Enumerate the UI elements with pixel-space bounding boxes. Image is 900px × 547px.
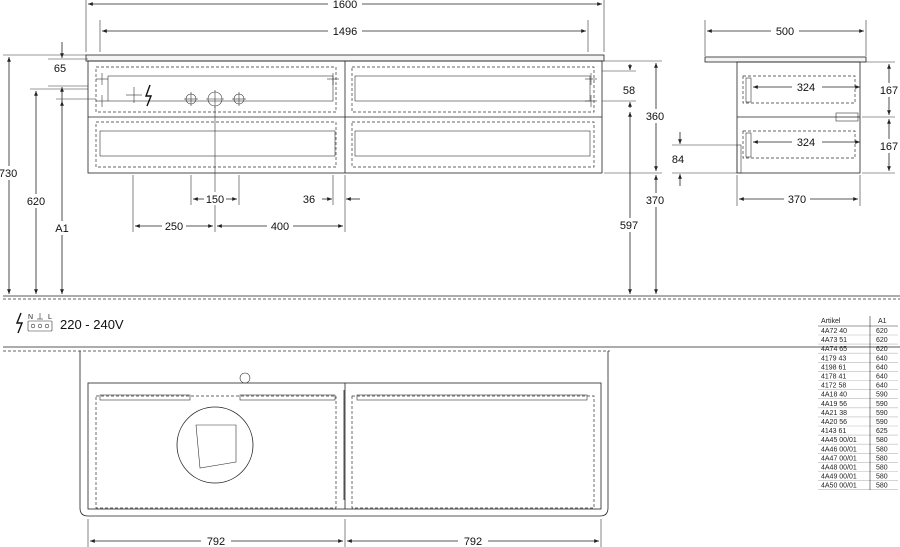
electric-icon xyxy=(145,84,153,107)
article-table: Artikel A1 4A72 40 620 4A73 51 620 4A74 65 62… xyxy=(818,316,898,491)
table-cell-a1: 640 xyxy=(876,374,888,381)
table-cell-article: 4A72 40 xyxy=(821,328,847,335)
dim-a1: A1 xyxy=(55,223,68,235)
dim-370-side: 370 xyxy=(788,194,806,206)
table-cell-a1: 580 xyxy=(876,465,888,472)
table-cell-article: 4A21 38 xyxy=(821,410,847,417)
table-cell-article: 4A48 00/01 xyxy=(821,465,857,472)
table-cell-a1: 620 xyxy=(876,346,888,353)
table-cell-article: 4A47 00/01 xyxy=(821,455,857,462)
dim-792-right: 792 xyxy=(464,536,482,547)
dim-730: 730 xyxy=(0,168,17,180)
table-cell-a1: 590 xyxy=(876,392,888,399)
voltage-label: 220 - 240V xyxy=(60,317,124,332)
lightning-icon xyxy=(15,312,24,334)
table-cell-a1: 580 xyxy=(876,437,888,444)
dim-150: 150 xyxy=(206,194,224,206)
plug-l-label: L xyxy=(48,314,52,321)
dim-36: 36 xyxy=(303,194,315,206)
table-cell-article: 4A18 40 xyxy=(821,392,847,399)
power-legend: N L 220 - 240V xyxy=(15,312,124,334)
table-cell-article: 4143 61 xyxy=(821,428,846,435)
dim-792-left: 792 xyxy=(207,536,225,547)
table-cell-article: 4A20 56 xyxy=(821,419,847,426)
table-header-a1: A1 xyxy=(878,318,887,325)
cabinet-body-side xyxy=(736,61,861,174)
table-cell-a1: 590 xyxy=(876,410,888,417)
table-cell-a1: 640 xyxy=(876,355,888,362)
dim-167-bottom: 167 xyxy=(880,141,898,153)
dim-58: 58 xyxy=(623,85,635,97)
dim-324-bottom: 324 xyxy=(797,137,815,149)
plumbing-connections xyxy=(184,90,246,108)
dim-250: 250 xyxy=(165,221,183,233)
table-cell-a1: 640 xyxy=(876,383,888,390)
table-cell-a1: 590 xyxy=(876,401,888,408)
dim-500: 500 xyxy=(776,26,794,38)
table-cell-a1: 580 xyxy=(876,446,888,453)
side-view: 500 324 324 167 167 84 xyxy=(672,20,900,206)
table-cell-article: 4179 43 xyxy=(821,355,846,362)
dim-370-front: 370 xyxy=(646,195,664,207)
table-cell-a1: 580 xyxy=(876,474,888,481)
table-cell-article: 4A50 00/01 xyxy=(821,483,857,490)
tap-hole xyxy=(239,372,251,384)
dim-620: 620 xyxy=(27,196,45,208)
dim-400: 400 xyxy=(271,221,289,233)
table-cell-a1: 580 xyxy=(876,455,888,462)
table-cell-article: 4172 58 xyxy=(821,383,846,390)
table-cell-a1: 625 xyxy=(876,428,888,435)
countertop-front xyxy=(85,54,605,62)
table-cell-article: 4A46 00/01 xyxy=(821,446,857,453)
mount-markers xyxy=(96,73,597,107)
countertop-plan xyxy=(79,351,609,517)
drain-cutout xyxy=(176,406,254,484)
table-cell-article: 4198 61 xyxy=(821,364,846,371)
dim-65: 65 xyxy=(54,63,66,75)
plug-n-label: N xyxy=(28,314,33,321)
table-cell-article: 4A49 00/01 xyxy=(821,474,857,481)
table-cell-article: 4A74 65 xyxy=(821,346,847,353)
dim-167-top: 167 xyxy=(880,85,898,97)
table-cell-a1: 580 xyxy=(876,483,888,490)
dim-324-top: 324 xyxy=(797,82,815,94)
table-cell-a1: 640 xyxy=(876,364,888,371)
dim-1600: 1600 xyxy=(333,0,357,11)
table-cell-article: 4A73 51 xyxy=(821,337,847,344)
table-header-article: Artikel xyxy=(821,318,841,325)
plan-view: 792 792 xyxy=(3,346,900,547)
table-cell-a1: 590 xyxy=(876,419,888,426)
table-cell-a1: 620 xyxy=(876,337,888,344)
dim-597: 597 xyxy=(620,220,638,232)
table-cell-article: 4A45 00/01 xyxy=(821,437,857,444)
front-view: 1600 1496 xyxy=(0,0,900,300)
table-cell-a1: 620 xyxy=(876,328,888,335)
table-cell-article: 4A19 56 xyxy=(821,401,847,408)
dim-84: 84 xyxy=(672,154,684,166)
dim-1496: 1496 xyxy=(333,26,357,38)
table-cell-article: 4178 41 xyxy=(821,374,846,381)
dim-360: 360 xyxy=(646,111,664,123)
